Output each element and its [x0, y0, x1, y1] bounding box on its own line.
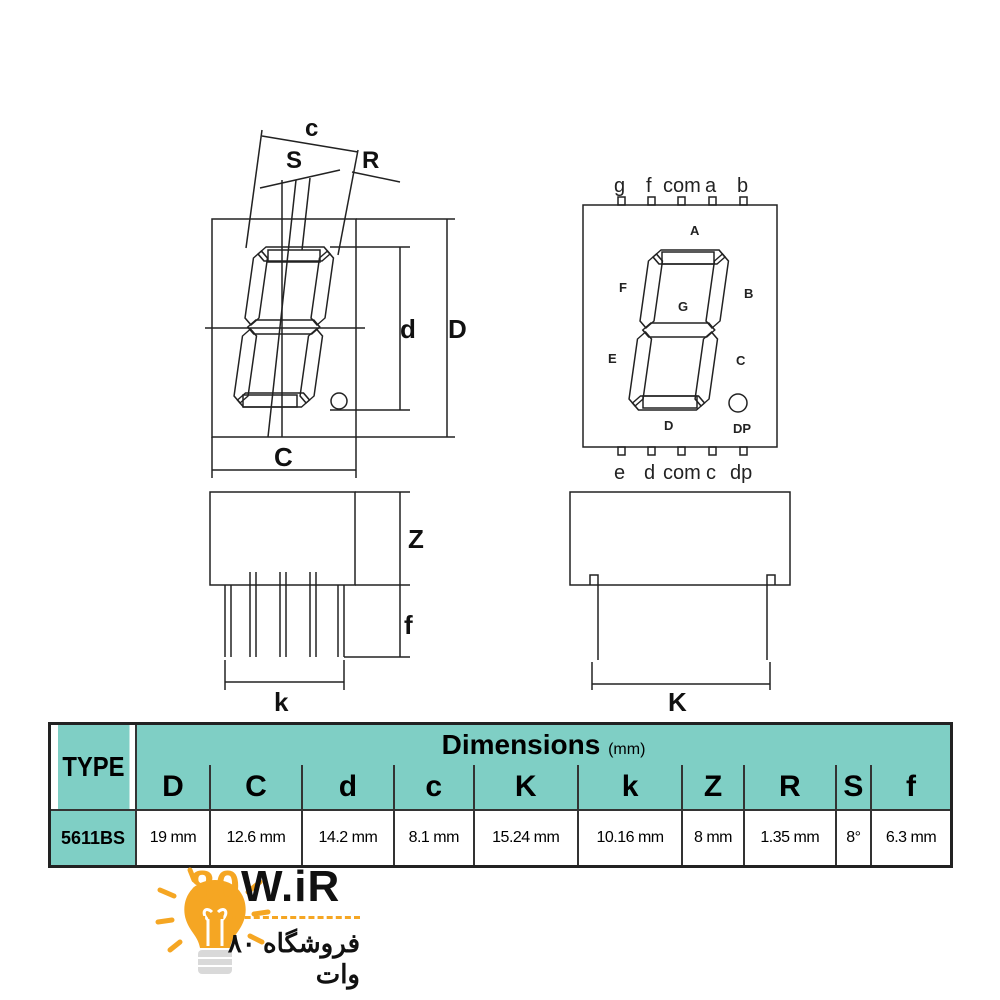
pin-bottom-3: com	[663, 462, 701, 484]
right-digit	[626, 249, 731, 411]
right-dp	[728, 393, 748, 413]
value-cell: 15.24 mm	[472, 809, 579, 868]
col-header: f	[869, 765, 953, 811]
title-text: Dimensions	[441, 729, 601, 760]
left-dp	[330, 392, 348, 410]
label-S: S	[286, 147, 302, 174]
col-header: R	[742, 765, 837, 811]
value-cell: 12.6 mm	[208, 809, 303, 868]
dimensions-title: Dimensions (mm)	[135, 722, 953, 765]
seg-A: A	[690, 223, 700, 238]
seg-B: B	[744, 286, 753, 301]
value-cell: 19 mm	[135, 809, 211, 868]
pin-bottom-4: c	[706, 462, 716, 484]
type-cell: 5611BS	[48, 809, 137, 868]
label-c: c	[305, 115, 318, 142]
col-header: k	[576, 765, 684, 811]
col-header: S	[834, 765, 872, 811]
left-side-body	[209, 491, 356, 586]
pin-top-4: a	[705, 175, 717, 197]
right-side-body	[569, 491, 791, 586]
col-header: d	[300, 765, 395, 811]
seg-G: G	[678, 299, 688, 314]
pin-bottom-1: e	[614, 462, 625, 484]
brand-tagline: فروشگاه ۸۰ وات	[227, 928, 360, 989]
label-R: R	[362, 147, 379, 174]
value-cell: 8.1 mm	[392, 809, 475, 868]
drawing: c S R d D C Z f k K g f com a b e d com …	[205, 115, 791, 717]
label-C: C	[274, 442, 293, 472]
seg-C: C	[736, 353, 746, 368]
value-cell: 8 mm	[681, 809, 745, 868]
brand-logo: 80W.iR	[190, 862, 341, 911]
logo-divider	[190, 916, 360, 919]
seg-E: E	[608, 351, 617, 366]
type-header: TYPE	[55, 722, 131, 811]
left-digit	[231, 246, 336, 408]
seg-D: D	[664, 418, 673, 433]
pin-bottom-2: d	[644, 462, 655, 484]
label-f: f	[404, 610, 413, 640]
pin-top-2: f	[646, 175, 652, 197]
value-cell: 6.3 mm	[869, 809, 953, 868]
value-cell: 14.2 mm	[300, 809, 395, 868]
dimensions-table: TYPE Dimensions (mm) D C d c K k Z R S f…	[48, 722, 953, 868]
col-header: D	[135, 765, 211, 811]
pin-top-3: com	[663, 175, 701, 197]
table-row: 5611BS 19 mm 12.6 mm 14.2 mm 8.1 mm 15.2…	[48, 809, 953, 868]
lightbulb-icon	[155, 867, 271, 974]
seg-F: F	[619, 280, 627, 295]
col-header: Z	[681, 765, 745, 811]
label-K: K	[668, 687, 687, 717]
label-k: k	[274, 687, 289, 717]
col-header: c	[392, 765, 475, 811]
pin-bottom-5: dp	[730, 462, 752, 484]
label-D: D	[448, 314, 467, 344]
seg-DP: DP	[733, 421, 751, 436]
pin-top-5: b	[737, 175, 748, 197]
value-cell: 1.35 mm	[742, 809, 837, 868]
col-header: C	[208, 765, 303, 811]
label-d: d	[400, 314, 416, 344]
pin-top-1: g	[614, 175, 625, 197]
value-cell: 8°	[834, 809, 872, 868]
col-header: K	[472, 765, 579, 811]
unit-text: (mm)	[608, 741, 646, 758]
value-cell: 10.16 mm	[576, 809, 684, 868]
label-Z: Z	[408, 524, 424, 554]
